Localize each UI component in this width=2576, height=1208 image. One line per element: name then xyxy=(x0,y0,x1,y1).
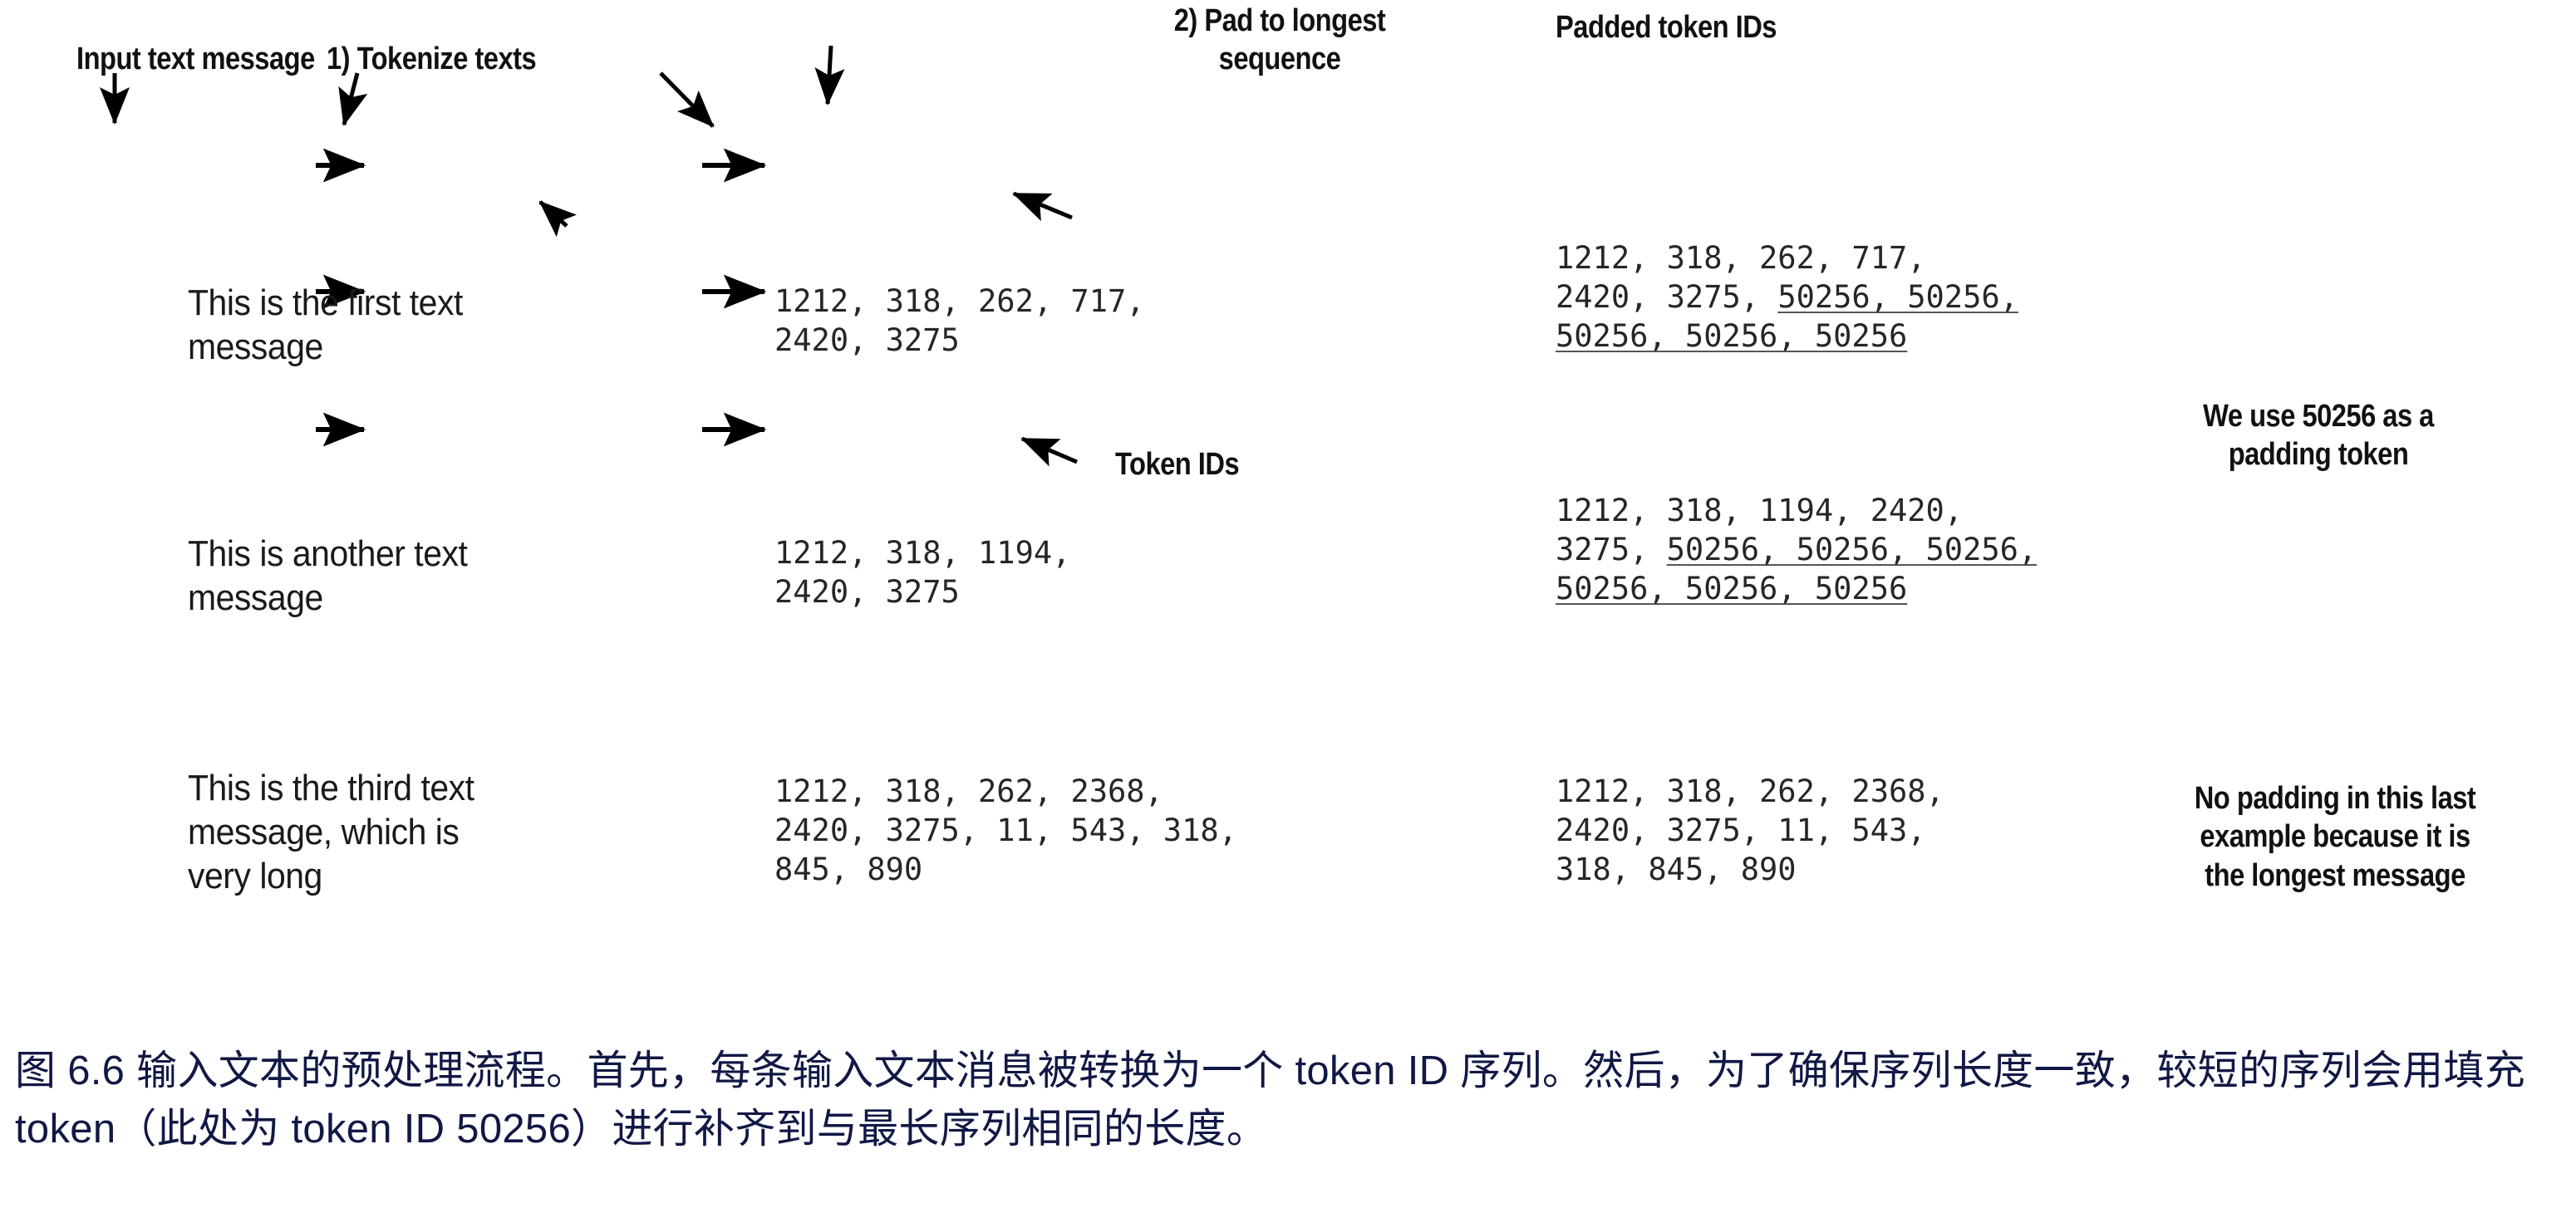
token-ids-row-2: 1212, 318, 1194, 2420, 3275 xyxy=(774,535,1071,610)
token-ids-row-3: 1212, 318, 262, 2368, 2420, 3275, 11, 54… xyxy=(774,773,1237,887)
arrow-token-ids-icon xyxy=(538,200,577,238)
padding-tokens-row-1-b: 50256, 50256, 50256 xyxy=(1556,317,1908,354)
figure-caption: 图 6.6 输入文本的预处理流程。首先，每条输入文本消息被转换为一个 token… xyxy=(15,1048,2526,1152)
arrow-tokenize-texts-icon xyxy=(338,72,368,126)
callout-padding-token-note: We use 50256 as a padding token xyxy=(2203,399,2434,473)
arrow-padded-token-ids-icon xyxy=(814,45,845,106)
arrow-padding-note-icon xyxy=(1012,191,1073,222)
token-ids-row-1: 1212, 318, 262, 717, 2420, 3275 xyxy=(774,283,1145,358)
padded-token-ids-row-1: 1212, 318, 262, 717, 2420, 3275, 50256, … xyxy=(1556,239,2187,356)
input-message-row-1: This is the first text message xyxy=(188,282,463,368)
arrow-no-padding-note-icon xyxy=(1020,436,1078,467)
callout-no-padding-note: No padding in this last example because … xyxy=(2194,781,2476,893)
padding-tokens-row-1-a: 50256, 50256, xyxy=(1777,278,2018,315)
padding-tokens-row-2-b: 50256, 50256, 50256 xyxy=(1556,570,1908,606)
callout-pad-to-longest-sequence: 2) Pad to longest sequence xyxy=(1173,3,1386,77)
input-message-row-3: This is the third text message, which is… xyxy=(188,768,474,897)
callout-padded-token-ids: Padded token IDs xyxy=(1556,10,1777,45)
padded-prefix-row-1: 1212, 318, 262, 717, 2420, 3275, xyxy=(1556,240,1926,315)
input-message-row-2: This is another text message xyxy=(188,533,468,619)
callout-input-text-message: Input text message xyxy=(76,42,315,76)
padded-prefix-row-2: 1212, 318, 1194, 2420, 3275, xyxy=(1556,493,1964,567)
arrow-pad-to-longest-icon xyxy=(659,71,715,128)
callout-tokenize-texts: 1) Tokenize texts xyxy=(327,42,537,76)
callout-token-ids: Token IDs xyxy=(1115,447,1240,482)
padded-token-ids-row-2: 1212, 318, 1194, 2420, 3275, 50256, 5025… xyxy=(1556,492,2220,609)
padded-token-ids-row-3: 1212, 318, 262, 2368, 2420, 3275, 11, 54… xyxy=(1556,773,1944,887)
padding-tokens-row-2-a: 50256, 50256, 50256, xyxy=(1666,531,2038,567)
